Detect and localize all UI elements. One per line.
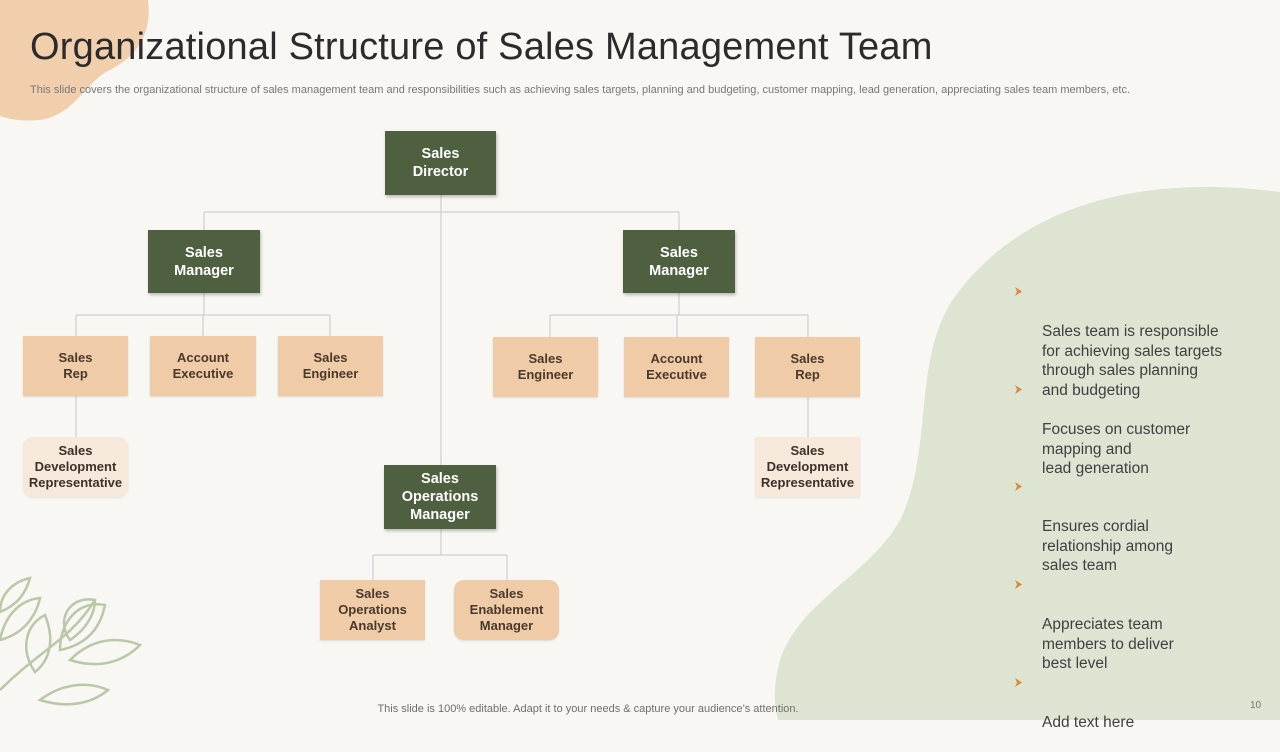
node-sales-operations-analyst: Sales Operations Analyst [320, 580, 425, 640]
connector-right-manager-reports [549, 293, 809, 338]
green-blob [774, 187, 1280, 720]
node-left-sales-engineer: Sales Engineer [278, 336, 383, 396]
node-left-sales-manager: Sales Manager [148, 230, 260, 293]
bullet-arrow-icon [1015, 678, 1022, 687]
bullet-arrow-icon [1015, 287, 1022, 296]
list-item: Sales team is responsible for achieving … [1014, 283, 1254, 420]
page-number: 10 [1250, 700, 1262, 711]
node-sales-enablement-manager: Sales Enablement Manager [454, 580, 559, 640]
node-left-account-executive: Account Executive [150, 336, 256, 396]
slide-subtitle: This slide covers the organizational str… [30, 84, 1130, 96]
node-right-sales-development-representative: Sales Development Representative [755, 437, 860, 497]
responsibility-text: Appreciates team members to deliver best… [1042, 616, 1174, 672]
background-decoration [0, 0, 1280, 720]
node-sales-operations-manager: Sales Operations Manager [384, 465, 496, 529]
bullet-arrow-icon [1015, 580, 1022, 589]
node-right-sales-engineer: Sales Engineer [493, 337, 598, 397]
node-left-sales-rep: Sales Rep [23, 336, 128, 396]
node-right-sales-manager: Sales Manager [623, 230, 735, 293]
slide-footer: This slide is 100% editable. Adapt it to… [377, 703, 799, 715]
connector-ops-reports [372, 529, 508, 580]
bullet-arrow-icon [1015, 482, 1022, 491]
leaf-decoration [0, 576, 143, 706]
list-item: Appreciates team members to deliver best… [1014, 576, 1254, 693]
org-chart-connectors [75, 195, 809, 580]
node-right-sales-rep: Sales Rep [755, 337, 860, 397]
list-item: Focuses on customer mapping and lead gen… [1014, 381, 1254, 498]
node-right-account-executive: Account Executive [624, 337, 729, 397]
bullet-arrow-icon [1015, 385, 1022, 394]
node-sales-director: Sales Director [385, 131, 496, 195]
list-item: Ensures cordial relationship among sales… [1014, 478, 1254, 595]
slide-title: Organizational Structure of Sales Manage… [30, 26, 933, 68]
node-left-sales-development-representative: Sales Development Representative [23, 437, 128, 497]
responsibility-text: Focuses on customer mapping and lead gen… [1042, 421, 1191, 477]
responsibility-text: Ensures cordial relationship among sales… [1042, 518, 1173, 574]
connector-left-manager-reports [75, 293, 331, 337]
peach-blob [0, 0, 149, 121]
responsibility-text: Sales team is responsible for achieving … [1042, 323, 1223, 399]
responsibility-text: Add text here [1042, 714, 1135, 731]
